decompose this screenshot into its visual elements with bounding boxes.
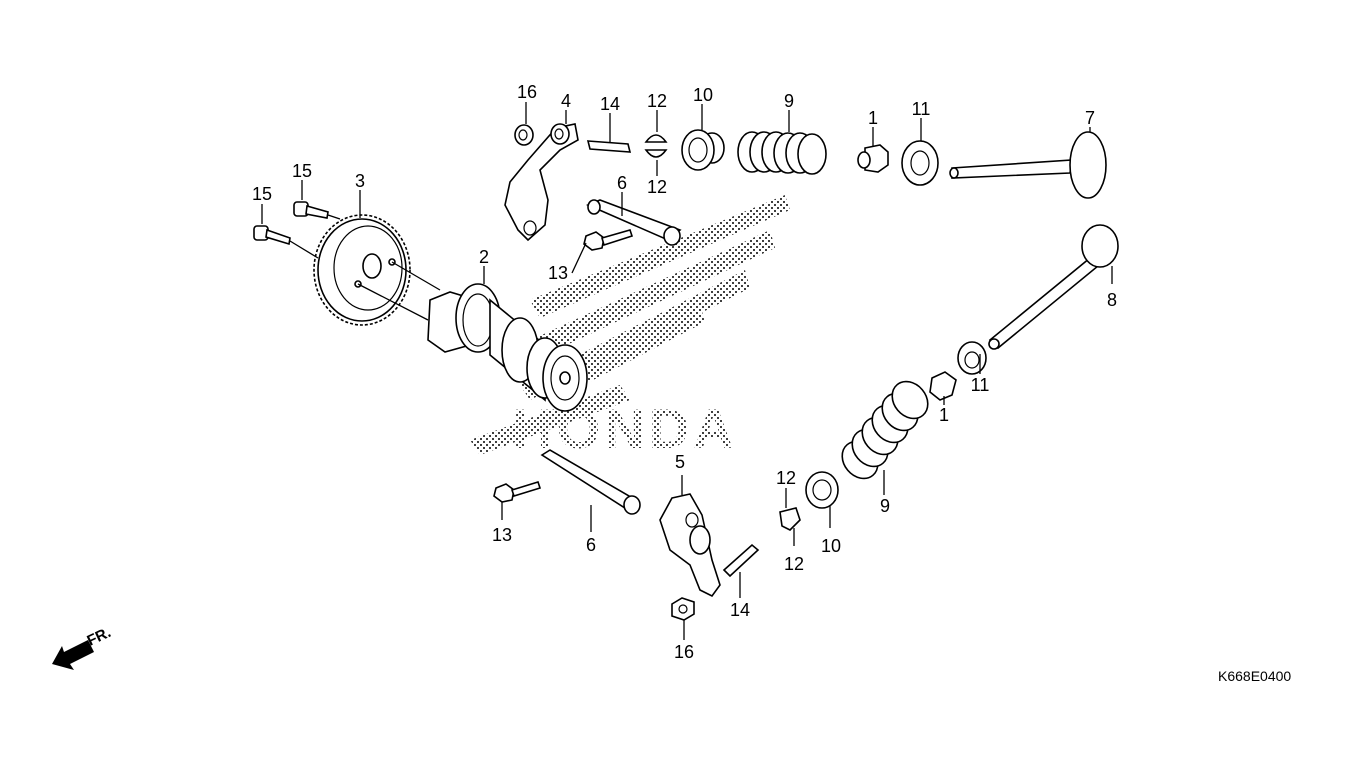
adjusting-screw-upper[interactable] [586,140,632,153]
spring-seat-lower[interactable] [957,341,987,375]
sprocket-bolt-lower[interactable] [253,225,291,246]
valve-retainer-upper[interactable] [681,129,725,171]
valve-stem-seal-upper[interactable] [857,144,889,173]
callout-9-upper: 9 [784,91,794,111]
rocker-shaft-upper[interactable] [585,199,682,246]
leader-lines [261,102,1113,640]
callout-1-upper: 1 [868,108,878,128]
callout-16-upper: 16 [517,82,537,102]
callout-12-lower-b: 12 [784,554,804,574]
callout-11-upper: 11 [912,99,931,119]
adjusting-screw-lower[interactable] [722,543,760,578]
callout-13-lower: 13 [492,525,512,545]
camshaft[interactable] [427,283,588,412]
rocker-shaft-lower[interactable] [540,449,641,515]
callout-10-upper: 10 [693,85,713,105]
bolt-lower[interactable] [493,481,542,503]
callout-6-upper: 6 [617,173,627,193]
callout-12-lower-a: 12 [776,468,796,488]
callout-labels: 16 4 14 12 12 10 9 1 11 7 15 15 3 6 13 2… [252,82,1117,662]
callout-5: 5 [675,452,685,472]
valve-spring-upper[interactable] [737,131,827,175]
callout-1-lower: 1 [939,405,949,425]
callout-15-lower: 15 [252,184,272,204]
callout-15-upper: 15 [292,161,312,181]
callout-6-lower: 6 [586,535,596,555]
callout-9-lower: 9 [880,496,890,516]
valve-stem-seal-lower[interactable] [929,371,957,401]
nut-upper[interactable] [514,124,534,146]
callout-7: 7 [1085,108,1095,128]
honda-watermark-text: HONDA [512,397,737,460]
drawing-code: K668E0400 [1218,668,1291,684]
valve-lower[interactable] [988,224,1119,350]
valve-cotter-lower[interactable] [779,507,801,531]
valve-cotter-upper-a[interactable] [644,134,668,143]
spring-seat-upper[interactable] [901,140,939,186]
sprocket-bolt-upper[interactable] [293,201,329,219]
callout-14-lower: 14 [730,600,750,620]
callout-3: 3 [355,171,365,191]
valve-spring-lower[interactable] [835,374,935,485]
honda-wing-logo: HONDA [470,195,790,460]
valve-cotter-upper-b[interactable] [644,149,668,158]
callout-10-lower: 10 [821,536,841,556]
front-direction-label: FR. [85,624,114,650]
callout-14-upper: 14 [600,94,620,114]
bolt-upper[interactable] [583,229,634,251]
callout-12-upper-a: 12 [647,91,667,111]
cam-sprocket[interactable] [313,214,411,326]
callout-13-upper: 13 [548,263,568,283]
valve-retainer-lower[interactable] [805,471,839,509]
callout-8: 8 [1107,290,1117,310]
callout-11-lower: 11 [971,375,990,395]
front-direction-arrow-icon: FR. [52,624,114,670]
rocker-arm-upper[interactable] [504,123,579,242]
nut-lower[interactable] [671,597,695,621]
rocker-arm-lower[interactable] [659,493,721,598]
callout-4: 4 [561,91,571,111]
valve-upper[interactable] [949,131,1107,199]
callout-2: 2 [479,247,489,267]
callout-16-lower: 16 [674,642,694,662]
callout-12-upper-b: 12 [647,177,667,197]
